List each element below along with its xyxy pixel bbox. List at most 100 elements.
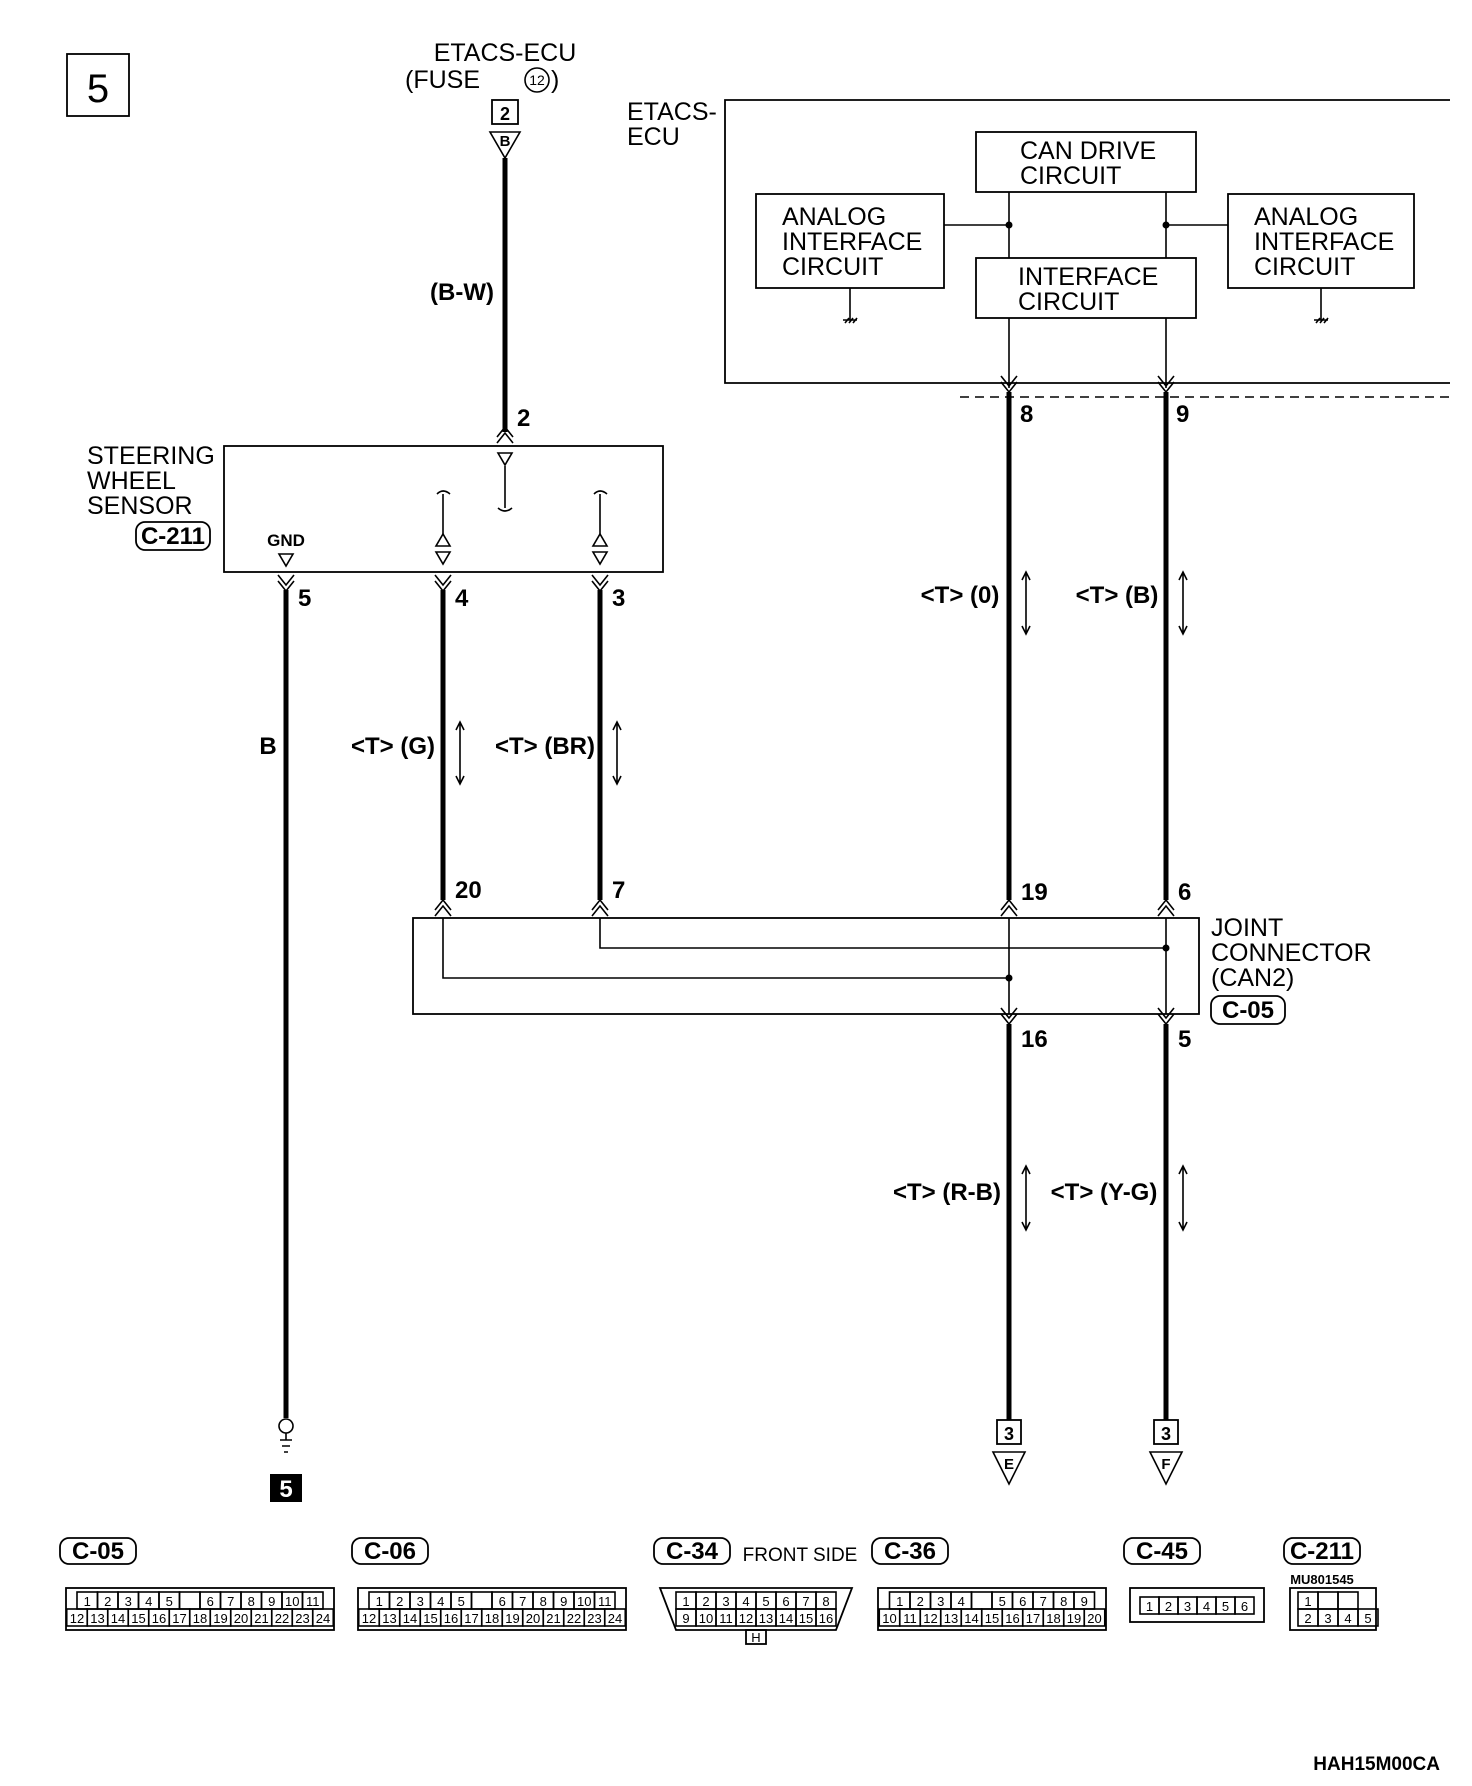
connector-id-c-34: C-34 (666, 1538, 719, 1565)
connector-pin-number: 7 (1040, 1594, 1047, 1609)
connector-pin-number: 15 (799, 1611, 813, 1626)
steering-wheel-sensor (223, 445, 664, 573)
connector-pin-number: 8 (540, 1594, 547, 1609)
connector-pin-number: 13 (382, 1611, 396, 1626)
wire-color-out5: <T> (Y-G) (1051, 1179, 1158, 1206)
connector-id-c-05: C-05 (72, 1538, 124, 1565)
connector-pin-number: 20 (526, 1611, 540, 1626)
bidirectional-arrow-icon (612, 720, 622, 786)
connector-cell (470, 1591, 493, 1610)
fuse-connector-box (491, 99, 519, 125)
connector-pin-number: 9 (682, 1611, 689, 1626)
signal-terminal-icon (434, 532, 452, 566)
connector-pin-number: 12 (739, 1611, 753, 1626)
connector-pin-number: 4 (1203, 1599, 1210, 1614)
connector-pin-number: 16 (444, 1611, 458, 1626)
connector-pin-number: 9 (268, 1594, 275, 1609)
connector-pin-number: 13 (944, 1611, 958, 1626)
sensor-power-pin: 2 (517, 405, 530, 432)
junction-dot (1162, 944, 1170, 952)
connector-id-box (653, 1537, 731, 1565)
connector-pin-number: 7 (802, 1594, 809, 1609)
connector-pin-number: 21 (546, 1611, 560, 1626)
fuse-label-open: (FUSE (405, 66, 480, 94)
joint-connector-id-box (1210, 995, 1286, 1025)
connector-pin-number: 8 (822, 1594, 829, 1609)
destination-e-box (996, 1419, 1022, 1445)
connector-pin-number: 12 (70, 1611, 84, 1626)
connector-id-c-45: C-45 (1136, 1538, 1188, 1565)
connector-pin-number: 8 (248, 1594, 255, 1609)
connector-pin-number: 10 (699, 1611, 713, 1626)
connector-pin-number: 16 (819, 1611, 833, 1626)
connector-pin-number: 4 (1344, 1611, 1351, 1626)
signal-terminal-lead (593, 490, 608, 534)
connector-pin-number: 24 (608, 1611, 622, 1626)
connector-pin-number: 11 (719, 1611, 733, 1626)
connector-pin-number: 21 (254, 1611, 268, 1626)
connector-pin-number: 16 (152, 1611, 166, 1626)
connector-pin-number: 5 (166, 1594, 173, 1609)
connector-pin-number: 10 (882, 1611, 896, 1626)
connector-pin-number: 2 (702, 1594, 709, 1609)
connector-pin-number: 17 (464, 1611, 478, 1626)
connector-pin-number: 6 (1019, 1594, 1026, 1609)
bidirectional-arrow-icon (1178, 1164, 1188, 1232)
connector-pin-number: 15 (985, 1611, 999, 1626)
connector-pin-number: 19 (505, 1611, 519, 1626)
sensor-pin-5: 5 (298, 585, 311, 612)
fuse-source-title: ETACS-ECU (434, 39, 577, 67)
ground-wire-color: B (259, 733, 276, 760)
destination-e-arrow-icon (991, 1451, 1027, 1486)
connector-pin-number: 18 (485, 1611, 499, 1626)
destination-f-letter: F (1161, 1456, 1170, 1473)
sensor-connector: C-211 (141, 523, 205, 550)
connector-cell (1234, 1596, 1255, 1615)
junction-dot (1162, 221, 1170, 229)
pin-2-marker (496, 425, 514, 444)
can-drive-circuit (975, 131, 1197, 193)
connector-body (658, 1587, 854, 1631)
destination-f-page: 3 (1161, 1424, 1171, 1444)
gnd-terminal-icon (277, 553, 295, 568)
connector-id-c-36: C-36 (884, 1538, 936, 1565)
connector-id-box (59, 1537, 137, 1565)
sensor-label-3: SENSOR (87, 492, 193, 520)
connector-pin-number: 3 (937, 1594, 944, 1609)
joint-pin-20-marker (434, 898, 452, 917)
connector-pin-number: 20 (234, 1611, 248, 1626)
connector-pin-number: 5 (458, 1594, 465, 1609)
connector-pin-number: 4 (145, 1594, 152, 1609)
connector-pin-number: 6 (1241, 1599, 1248, 1614)
connector-pin-number: 10 (285, 1594, 299, 1609)
connector-body (877, 1587, 1107, 1631)
joint-label-3: (CAN2) (1211, 964, 1294, 992)
connector-cell (1337, 1591, 1359, 1610)
connector-pin-number: 20 (1087, 1611, 1101, 1626)
connector-pin-number: 22 (275, 1611, 289, 1626)
connector-pin-number: 2 (396, 1594, 403, 1609)
connector-pin-number: 2 (917, 1594, 924, 1609)
connector-pin-number: 3 (1324, 1611, 1331, 1626)
connector-pin-number: 1 (1146, 1599, 1153, 1614)
connector-pin-number: 1 (896, 1594, 903, 1609)
ground-icon (280, 1433, 292, 1453)
connector-pin-number: 1 (84, 1594, 91, 1609)
can-drive-text-1: CAN DRIVE (1020, 137, 1156, 165)
sensor-pin-4-marker (434, 574, 452, 593)
joint-pin-19: 19 (1021, 879, 1048, 906)
junction-dot (1005, 974, 1013, 982)
connector-pin-number: 11 (903, 1611, 917, 1626)
connector-pin-number: 11 (306, 1594, 320, 1609)
power-wire-color: (B-W) (430, 279, 494, 306)
interface-text-1: INTERFACE (1018, 263, 1158, 291)
analog-left-text-2: INTERFACE (782, 228, 922, 256)
destination-e-page: 3 (1004, 1424, 1014, 1444)
connector-cell (311, 1608, 335, 1627)
connector-pin-number: 4 (742, 1594, 749, 1609)
analog-right-text-2: INTERFACE (1254, 228, 1394, 256)
sensor-gnd-label: GND (267, 531, 305, 550)
joint-pin-16: 16 (1021, 1026, 1048, 1053)
joint-connector-box (412, 917, 1200, 1015)
